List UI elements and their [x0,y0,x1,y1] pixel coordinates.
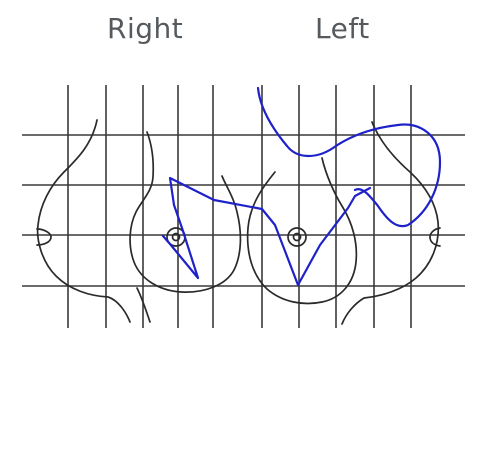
right-nipple [171,232,181,242]
left-frontal-outline [246,157,358,305]
grid [22,85,465,328]
left-nipple [292,232,302,242]
right-lateral-nipple [36,228,52,246]
left-nipple-areola [287,227,307,247]
annotation-right-mark [161,176,372,287]
right-side-label: Right [107,12,184,45]
annotation-left-loop [256,86,442,228]
left-lateral-outline [341,121,441,325]
left-lateral-nipple [429,227,441,247]
grid-vertical-lines [67,85,412,328]
left-side-label: Left [315,12,370,45]
right-frontal-outline [129,131,242,323]
right-lateral-outline [36,119,131,323]
annotation-marks [161,86,442,287]
grid-horizontal-lines [22,134,465,287]
